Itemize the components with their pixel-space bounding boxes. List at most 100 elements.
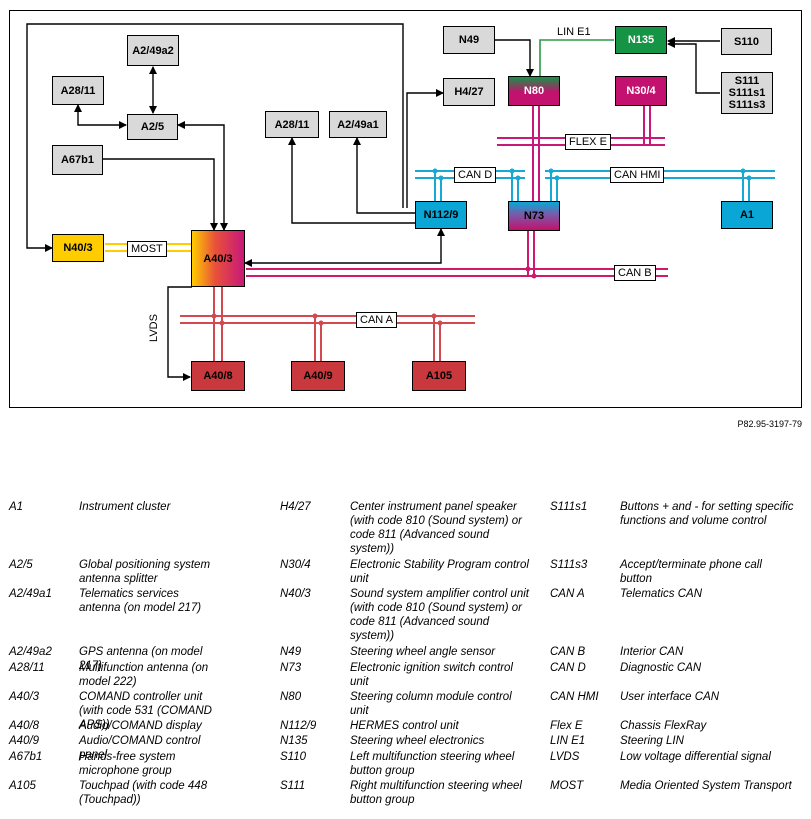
block-a105: A105 [412,361,466,391]
legend-code: N112/9 [280,720,317,732]
wire-a2-5-a40-3 [177,121,228,231]
legend-description: Hands-free system microphone group [79,751,176,777]
legend-code: Flex E [550,720,583,732]
legend-description: Sound system amplifier control unit (wit… [350,588,529,642]
wire-a28-11-a2-5 [74,104,127,129]
figure-reference: P82.95-3197-79 [737,419,802,429]
legend-code: A1 [9,501,24,513]
legend-code: N80 [280,691,302,703]
legend-description: Telematics CAN [620,588,703,600]
can-a-junctions [211,313,443,326]
legend-code: S110 [280,751,307,763]
legend-code: LVDS [550,751,580,763]
can-d-hmi-junctions [432,168,752,181]
flex-e-bus [497,106,665,201]
block-n112-9: N112/9 [415,201,467,229]
legend-code: A40/3 [9,691,40,703]
legend-description: Steering LIN [620,735,684,747]
legend-description: Instrument cluster [79,501,171,513]
block-a2-5: A2/5 [127,114,178,140]
can-b-bus [246,231,668,277]
legend-code: A105 [9,780,36,792]
wire-n49-n80 [495,39,534,77]
legend-description: Global positioning system antenna splitt… [79,559,211,585]
legend-code: A40/9 [9,735,40,747]
legend-description: Steering column module control unit [350,691,512,717]
legend-description: HERMES control unit [350,720,459,732]
block-a40-8: A40/8 [191,361,245,391]
block-n49: N49 [443,26,495,54]
label-lin-e1: LIN E1 [557,26,591,38]
wire-a67b1-a40-3 [102,158,218,231]
legend-description: Steering wheel angle sensor [350,646,496,658]
wire-a40-3-n112-9 [244,228,445,267]
can-b-junctions [525,266,537,279]
block-a28-11-top: A28/11 [52,76,104,105]
legend-description: Touchpad (with code 448 (Touchpad)) [79,780,208,806]
legend-description: User interface CAN [620,691,720,703]
wire-n112-9-a28-11 [288,137,415,224]
block-a40-3: A40/3 [191,230,245,287]
legend-code: A2/5 [9,559,33,571]
legend-code: CAN A [550,588,585,600]
label-can-a: CAN A [356,312,398,328]
legend-code: A67b1 [9,751,43,763]
wire-group [26,23,720,381]
network-diagram [9,10,802,408]
legend-code: N40/3 [280,588,311,600]
legend-code: H4/27 [280,501,311,513]
legend-code: LIN E1 [550,735,586,747]
wire-lvds [167,286,192,381]
legend-description: Media Oriented System Transport [620,780,792,792]
legend-description: Diagnostic CAN [620,662,702,674]
wire-n112-9-a2-49a1 [353,137,415,214]
legend-description: Low voltage differential signal [620,751,771,763]
block-s110: S110 [721,28,772,55]
legend-description: Interior CAN [620,646,684,658]
legend-code: A40/8 [9,720,40,732]
legend-code: N73 [280,662,302,674]
legend-code: S111s3 [550,559,588,571]
block-h4-27: H4/27 [443,78,495,106]
block-a67b1: A67b1 [52,145,103,175]
wire-n112-9-h4-27 [406,89,444,208]
wire-loop-n40-3 [26,23,404,252]
legend-code: CAN B [550,646,586,658]
legend-code: N30/4 [280,559,311,571]
legend-code: N49 [280,646,302,658]
label-can-hmi: CAN HMI [610,167,665,183]
label-flex-e: FLEX E [565,134,611,150]
legend-code: CAN HMI [550,691,599,703]
block-a28-11-mid: A28/11 [265,111,319,138]
legend-description: Electronic ignition switch control unit [350,662,513,688]
legend-description: Steering wheel electronics [350,735,485,747]
label-can-d: CAN D [454,167,497,183]
block-a1: A1 [721,201,773,229]
block-n30-4: N30/4 [615,76,667,106]
legend-description: Audio/COMAND control panel [79,735,201,761]
legend-code: S111s1 [550,501,588,513]
legend-description: Telematics services antenna (on model 21… [79,588,202,614]
block-s111-group: S111 S111s1 S111s3 [721,72,773,114]
legend-description: GPS antenna (on model 217) [79,646,203,672]
legend-description: Chassis FlexRay [620,720,707,732]
label-can-b: CAN B [614,265,656,281]
legend-code: A2/49a1 [9,588,52,600]
label-lvds: LVDS [147,314,160,342]
legend-code: CAN D [550,662,586,674]
block-a2-49a2: A2/49a2 [127,35,179,66]
lin-e1-bus [539,39,614,76]
legend-description: Center instrument panel speaker (with co… [350,501,522,555]
legend-description: Right multifunction steering wheel butto… [350,780,522,806]
block-n40-3: N40/3 [52,234,104,262]
can-a-bus [180,287,475,361]
legend-description: Left multifunction steering wheel button… [350,751,515,777]
legend-code: N135 [280,735,308,747]
legend-code: MOST [550,780,584,792]
legend-description: Electronic Stability Program control uni… [350,559,529,585]
legend-description: Accept/terminate phone call button [620,559,762,585]
legend-description: Buttons + and - for setting specific fun… [620,501,794,527]
block-n80: N80 [508,76,560,106]
legend-description: Audio/COMAND display [79,720,202,732]
wire-s111-n135 [667,40,720,94]
